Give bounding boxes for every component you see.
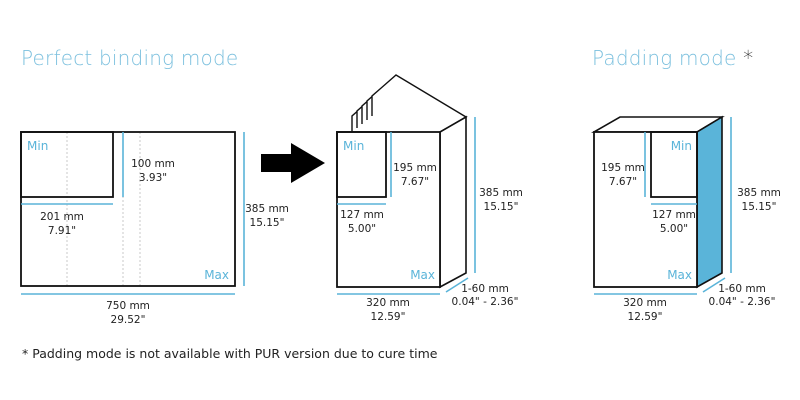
padding-mode-diagram: Min Max 195 mm 7.67" 127 mm 5.00" 385 mm… (591, 115, 781, 323)
pad-max-label: Max (667, 268, 692, 282)
book-min-label: Min (343, 139, 364, 153)
book-thickness-dimension (445, 277, 469, 293)
perfect-binding-title: Perfect binding mode (21, 46, 239, 70)
sheet-min-width-mm: 201 mm (40, 211, 84, 223)
pad-max-width-in: 12.59" (628, 311, 663, 323)
pad-thickness-mm: 1-60 mm (718, 283, 766, 295)
pad-min-width-mm: 127 mm (652, 209, 696, 221)
book-max-height-mm: 385 mm (479, 187, 523, 199)
book-max-width-mm: 320 mm (366, 297, 410, 309)
book-min-height-in: 7.67" (401, 176, 429, 188)
pad-min-width-in: 5.00" (660, 223, 688, 235)
book-max-height-in: 15.15" (484, 201, 519, 213)
book-thickness-mm: 1-60 mm (461, 283, 509, 295)
pad-max-height-mm: 385 mm (737, 187, 781, 199)
perfect-bound-book-diagram: Min Max 195 mm 7.67" 127 mm 5.00" 385 mm… (336, 74, 523, 323)
pad-thickness-dimension (702, 277, 726, 293)
pad-max-height-in: 15.15" (742, 201, 777, 213)
book-min-height-mm: 195 mm (393, 162, 437, 174)
sheet-min-height-mm: 100 mm (131, 158, 175, 170)
min-sheet-outline (20, 131, 114, 198)
padding-asterisk: * (743, 46, 754, 70)
padding-mode-title: Padding mode * (592, 46, 753, 70)
book-max-label: Max (410, 268, 435, 282)
pad-glued-spine (696, 115, 723, 289)
page-edge (371, 74, 467, 118)
sheet-max-height-mm: 385 mm (245, 203, 289, 215)
book-max-outline (336, 131, 441, 288)
sheet-min-height-in: 3.93" (139, 172, 167, 184)
book-thickness-in: 0.04" - 2.36" (452, 296, 519, 308)
flat-sheet-diagram: Min Max 100 mm 3.93" 201 mm 7.91" 385 mm… (20, 131, 289, 326)
book-min-width-mm: 127 mm (340, 209, 384, 221)
sheet-max-width-mm: 750 mm (106, 300, 150, 312)
pad-min-label: Min (671, 139, 692, 153)
book-min-outline (336, 131, 387, 198)
pad-max-outline (593, 131, 698, 288)
book-max-width-in: 12.59" (371, 311, 406, 323)
book-min-width-in: 5.00" (348, 223, 376, 235)
sheet-max-height-in: 15.15" (250, 217, 285, 229)
sheet-max-width-in: 29.52" (111, 314, 146, 326)
pad-min-height-in: 7.67" (609, 176, 637, 188)
pad-thickness-in: 0.04" - 2.36" (709, 296, 776, 308)
pad-max-width-mm: 320 mm (623, 297, 667, 309)
book-spine (439, 115, 467, 289)
pad-min-outline (650, 131, 698, 198)
padding-mode-title-text: Padding mode (592, 46, 737, 70)
max-label: Max (204, 268, 229, 282)
sheet-min-width-in: 7.91" (48, 225, 76, 237)
footnote: * Padding mode is not available with PUR… (22, 346, 438, 361)
arrow-right-icon (261, 143, 325, 183)
pad-min-height-mm: 195 mm (601, 162, 645, 174)
max-sheet-outline (20, 131, 236, 287)
min-label: Min (27, 139, 48, 153)
